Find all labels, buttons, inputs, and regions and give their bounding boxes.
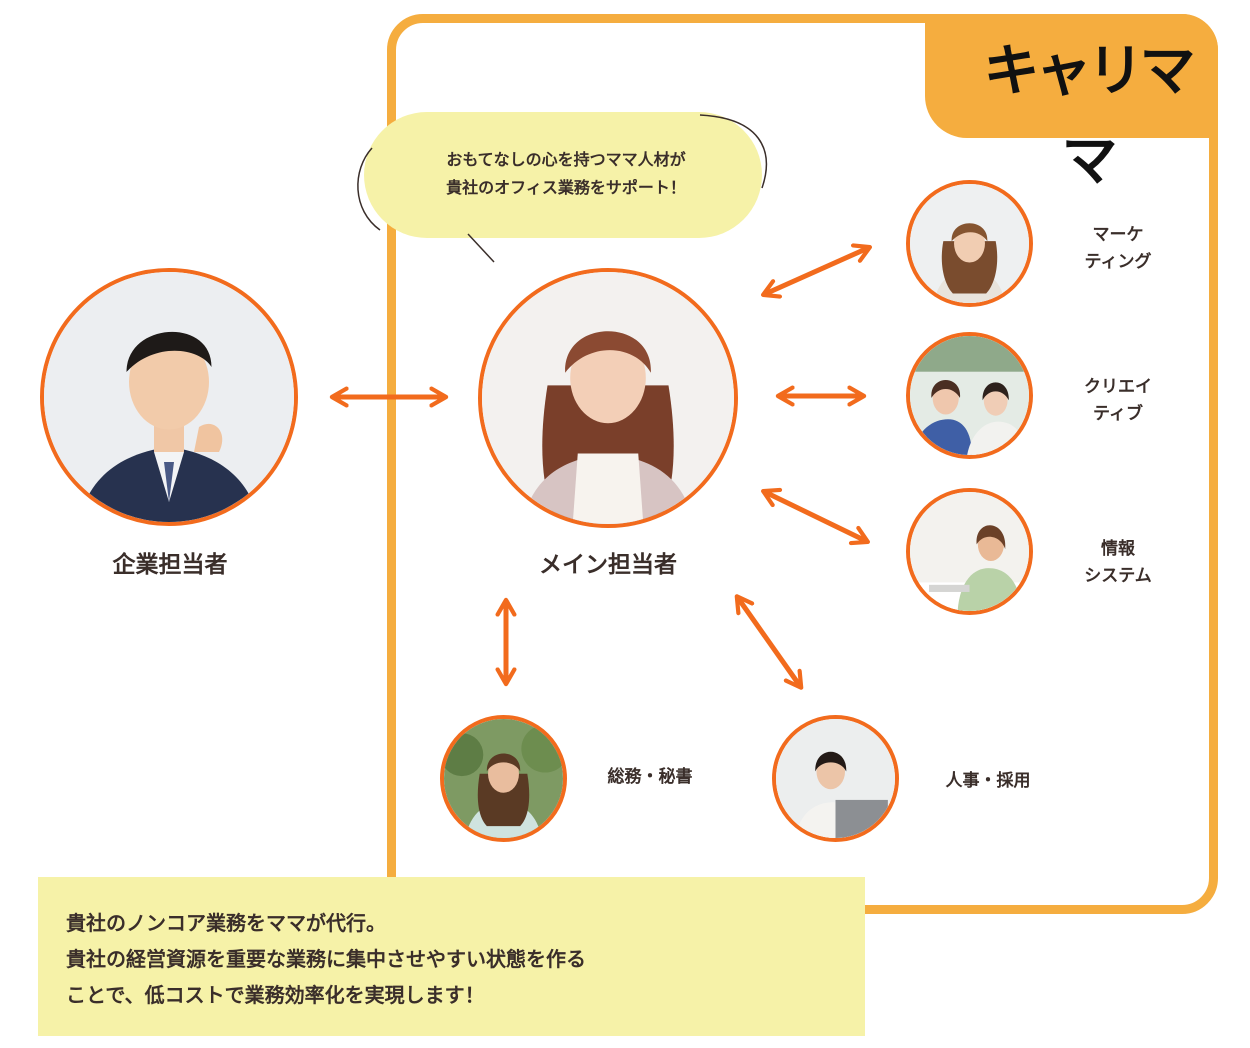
hr-photo <box>772 715 899 842</box>
speech-bubble-text: おもてなしの心を持つママ人材が 貴社のオフィス業務をサポート！ <box>446 150 686 197</box>
marketing-photo <box>906 180 1033 307</box>
main-contact-label: メイン担当者 <box>539 552 677 578</box>
hr-label: 人事・採用 <box>945 771 1031 791</box>
main-contact-photo <box>478 268 738 528</box>
general-affairs-photo <box>440 715 567 842</box>
client-label: 企業担当者 <box>112 552 228 578</box>
general-affairs-label: 総務・秘書 <box>607 767 693 787</box>
it-label: 情報 システム <box>1084 539 1152 586</box>
brand-tab <box>925 14 1218 138</box>
creative-label: クリエイ ティブ <box>1084 377 1152 424</box>
it-photo <box>906 488 1033 615</box>
marketing-label: マーケ ティング <box>1084 225 1152 272</box>
speech-bubble <box>364 112 762 238</box>
creative-photo <box>906 332 1033 459</box>
summary-note: 貴社のノンコア業務をママが代行。 貴社の経営資源を重要な業務に集中させやすい状態… <box>38 877 865 1036</box>
careemama-logo: キャリママ <box>983 38 1196 194</box>
client-photo <box>40 268 298 526</box>
